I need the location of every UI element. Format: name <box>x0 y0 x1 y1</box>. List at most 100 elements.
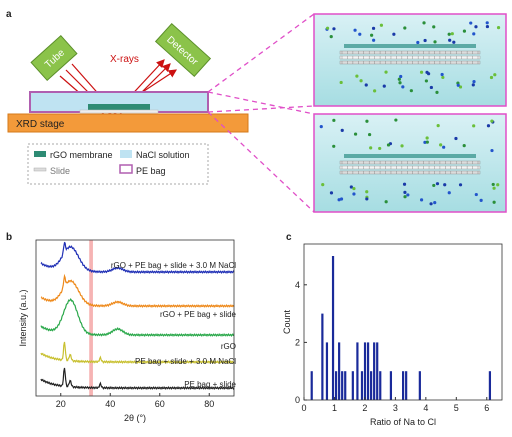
legend-label-slide: Slide <box>50 166 70 176</box>
bar-13 <box>370 371 373 400</box>
panel-b-label: b <box>6 232 12 243</box>
ion <box>319 125 323 129</box>
ion <box>325 26 330 30</box>
plot-frame-b <box>35 239 235 397</box>
ion <box>370 33 374 37</box>
ion <box>368 132 372 137</box>
bar-6 <box>341 371 344 400</box>
ion <box>419 70 424 74</box>
series-label-0: rGO + PE bag + slide + 3.0 M NaCl <box>111 261 236 270</box>
ion <box>392 32 396 36</box>
series-line-2 <box>40 297 235 337</box>
detector-box: Detector <box>154 22 212 78</box>
zoom-lines <box>207 13 315 213</box>
ion <box>332 27 336 31</box>
ion <box>355 74 359 78</box>
xrays-label: X-rays <box>110 54 139 65</box>
series-line-1 <box>40 273 235 309</box>
series-line-3 <box>40 341 235 365</box>
ion <box>472 80 476 84</box>
bar-2 <box>325 342 329 400</box>
ion <box>479 198 483 202</box>
x-tick-label-c-0: 0 <box>301 403 306 413</box>
ion <box>406 193 410 197</box>
ion <box>425 140 429 144</box>
ion <box>373 89 377 93</box>
ion <box>435 182 440 186</box>
ion <box>349 185 353 189</box>
ion <box>469 21 473 25</box>
ion <box>384 200 388 204</box>
ion <box>422 21 426 25</box>
ion <box>359 79 363 83</box>
simulation-bottom <box>313 113 507 213</box>
ion <box>491 182 495 187</box>
graphene-sheet <box>339 50 481 55</box>
x-tick-label-c-5: 5 <box>454 403 459 413</box>
ion <box>440 72 444 77</box>
xrd-stage <box>7 113 249 133</box>
ion <box>353 28 357 32</box>
ion <box>489 75 494 80</box>
ion <box>329 191 334 195</box>
ion <box>403 195 407 199</box>
x-axis-label-c: Ratio of Na to Cl <box>370 417 436 427</box>
x-tick-label-c-6: 6 <box>484 403 489 413</box>
ion <box>365 197 369 201</box>
ion <box>403 190 407 194</box>
bar-3 <box>331 256 335 400</box>
bar-10 <box>360 371 364 400</box>
ion <box>472 124 476 128</box>
x-tick-label-b-0: 20 <box>56 399 66 409</box>
ion <box>379 23 384 27</box>
y-axis-label-c: Count <box>282 310 292 335</box>
bar-7 <box>344 371 347 400</box>
bar-4 <box>334 371 338 400</box>
ion <box>382 84 386 88</box>
water-layer <box>344 44 476 48</box>
ion <box>432 25 436 29</box>
legend-swatch-nacl <box>120 150 132 158</box>
bar-8 <box>351 371 354 400</box>
ion <box>353 132 358 136</box>
ion <box>456 83 460 87</box>
ion <box>399 74 403 79</box>
ion <box>423 140 427 144</box>
panel-c-label: c <box>286 232 292 243</box>
simulation-top <box>313 13 507 107</box>
bar-20 <box>418 371 421 400</box>
ion <box>429 85 433 90</box>
ion <box>332 144 336 148</box>
bar-18 <box>402 371 405 400</box>
ion <box>454 136 458 141</box>
bar-11 <box>363 342 367 400</box>
ion <box>378 146 382 151</box>
ion <box>364 83 368 87</box>
ion <box>384 70 388 74</box>
ion <box>365 190 369 194</box>
bar-15 <box>376 342 379 400</box>
ion <box>400 144 404 148</box>
ion <box>490 119 494 123</box>
y-tick-label-c-1: 2 <box>295 337 300 347</box>
ion <box>472 32 476 36</box>
ion <box>429 202 433 206</box>
graphene-sheet <box>339 160 481 165</box>
legend-swatch-slide <box>33 167 47 172</box>
graphene-sheet <box>339 55 481 60</box>
water-layer <box>344 154 476 158</box>
ion <box>337 198 341 202</box>
ion <box>329 34 333 39</box>
highlight-band <box>89 240 93 396</box>
panel-a-label: a <box>6 9 12 20</box>
ion <box>369 146 373 150</box>
y-axis-label-b: Intensity (a.u.) <box>18 289 28 346</box>
ion <box>372 38 376 42</box>
ion <box>394 118 398 122</box>
bar-16 <box>379 371 382 400</box>
ion <box>447 191 451 195</box>
series-line-4 <box>40 367 235 391</box>
x-tick-label-b-2: 60 <box>155 399 165 409</box>
x-tick-label-b-3: 80 <box>204 399 214 409</box>
